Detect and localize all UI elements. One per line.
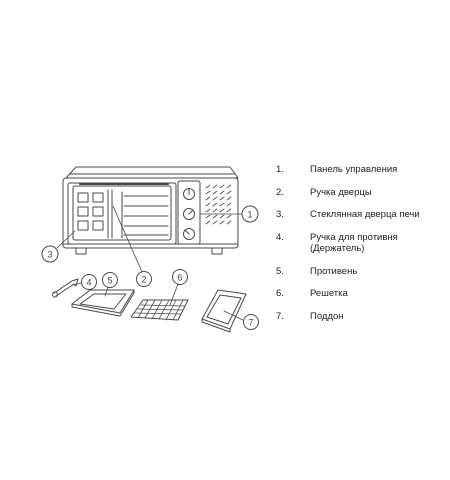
legend-item-2: 2. Ручка дверцы (276, 187, 446, 199)
control-panel (177, 180, 201, 245)
side-vents (205, 184, 232, 225)
wire-rack-illustration (130, 299, 189, 321)
legend-item-4: 4. Ручка для противня (Держатель) (276, 232, 446, 255)
legend-number: 4. (276, 231, 284, 243)
legend-item-7: 7. Поддон (276, 311, 446, 323)
callout-label-3: 3 (47, 250, 52, 260)
crumb-tray-illustration (201, 289, 247, 333)
oven-foot-left (75, 247, 87, 255)
legend-number: 2. (276, 186, 284, 198)
callout-4: 4 (81, 274, 97, 290)
callout-7: 7 (243, 314, 259, 330)
legend-label: Поддон (310, 310, 344, 322)
legend-label: Панель управления (310, 164, 398, 175)
legend-number: 5. (276, 265, 284, 277)
glass-door (67, 182, 177, 245)
leader-lines (56, 205, 244, 321)
legend-number: 3. (276, 209, 284, 220)
baking-tray-illustration (71, 289, 135, 317)
oven-foot-right (211, 247, 223, 255)
control-knob-2 (183, 208, 195, 220)
callout-label-5: 5 (107, 276, 112, 286)
legend-label: Ручка для противня (Держатель) (310, 231, 398, 255)
legend-label: Стеклянная дверца печи (310, 209, 420, 220)
callout-3: 3 (41, 245, 59, 263)
legend-item-6: 6. Решетка (276, 288, 446, 300)
tray-handle-illustration (52, 278, 79, 298)
legend-label: Решетка (310, 288, 348, 299)
callout-label-7: 7 (248, 318, 253, 328)
parts-legend: 1. Панель управления 2. Ручка дверцы 3. … (276, 164, 446, 333)
legend-item-1: 1. Панель управления (276, 164, 446, 176)
oven-top-surface (65, 166, 239, 179)
legend-label: Ручка дверцы (310, 186, 372, 198)
callout-5: 5 (102, 272, 118, 288)
legend-item-5: 5. Противень (276, 266, 446, 278)
oven-illustration (62, 166, 239, 255)
callout-label-6: 6 (177, 273, 182, 283)
legend-label: Противень (310, 265, 358, 277)
legend-number: 6. (276, 288, 284, 299)
callout-label-1: 1 (247, 210, 252, 220)
callout-2: 2 (136, 271, 152, 287)
control-knob-3 (183, 228, 195, 240)
callout-1: 1 (241, 205, 259, 223)
callout-6: 6 (172, 269, 188, 285)
legend-number: 7. (276, 310, 284, 322)
legend-item-3: 3. Стеклянная дверца печи (276, 209, 446, 221)
oven-body (62, 177, 239, 249)
callout-label-2: 2 (141, 275, 146, 285)
legend-number: 1. (276, 164, 284, 175)
callout-label-4: 4 (86, 278, 91, 288)
